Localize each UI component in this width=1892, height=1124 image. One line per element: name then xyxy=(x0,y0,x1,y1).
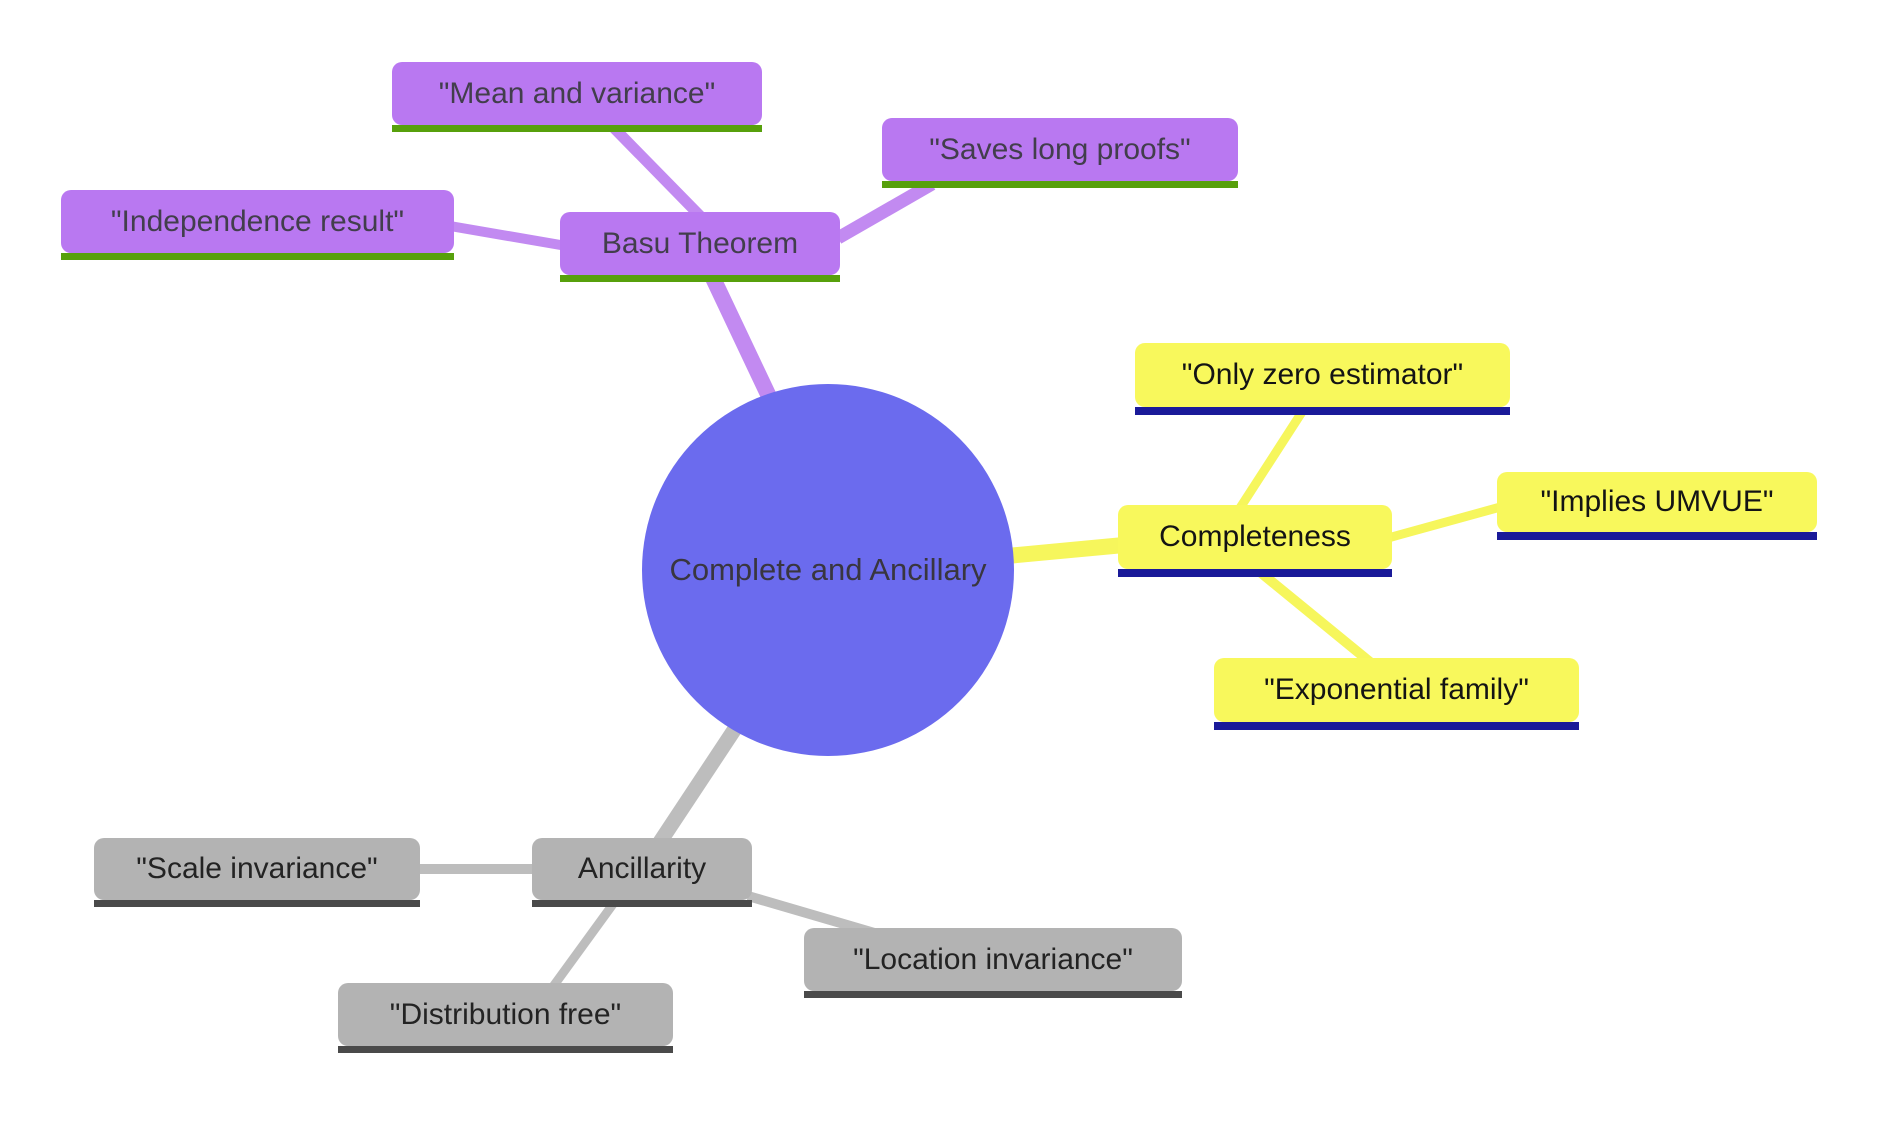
node-label: Ancillarity xyxy=(532,838,752,900)
node-label: "Only zero estimator" xyxy=(1135,343,1510,407)
node-label: "Mean and variance" xyxy=(392,62,762,125)
connector-completeness-only-zero xyxy=(1236,409,1306,511)
node-mean-variance[interactable]: "Mean and variance" xyxy=(392,62,762,132)
node-label: Basu Theorem xyxy=(560,212,840,275)
node-location-invariance[interactable]: "Location invariance" xyxy=(804,928,1182,998)
node-underline xyxy=(338,1046,673,1053)
node-underline xyxy=(61,253,454,260)
node-underline xyxy=(532,900,752,907)
root-topic-label: Complete and Ancillary xyxy=(669,552,987,587)
node-label: "Independence result" xyxy=(61,190,454,253)
connector-basu-saves-long-proofs xyxy=(834,178,936,244)
connector-completeness-exponential-family xyxy=(1256,568,1374,666)
connector-basu-independence-result xyxy=(449,221,579,253)
node-ancillarity[interactable]: Ancillarity xyxy=(532,838,752,907)
node-label: "Exponential family" xyxy=(1214,658,1579,722)
node-saves-long-proofs[interactable]: "Saves long proofs" xyxy=(882,118,1238,188)
connector-completeness-implies-umvue xyxy=(1386,501,1506,543)
node-underline xyxy=(1497,532,1817,540)
node-label: "Location invariance" xyxy=(804,928,1182,991)
node-root-topic[interactable]: Complete and Ancillary xyxy=(642,384,1014,756)
connector-ancillarity-distribution-free xyxy=(548,897,620,991)
node-underline xyxy=(804,991,1182,998)
node-only-zero-estimator[interactable]: "Only zero estimator" xyxy=(1135,343,1510,415)
node-underline xyxy=(392,125,762,132)
node-label: "Saves long proofs" xyxy=(882,118,1238,181)
node-basu-theorem[interactable]: Basu Theorem xyxy=(560,212,840,282)
node-underline xyxy=(1118,569,1392,577)
node-underline xyxy=(882,181,1238,188)
connector-ancillarity-location-invariance xyxy=(746,891,880,939)
node-label: Completeness xyxy=(1118,505,1392,569)
node-label: "Scale invariance" xyxy=(94,838,420,900)
node-independence-result[interactable]: "Independence result" xyxy=(61,190,454,260)
node-underline xyxy=(560,275,840,282)
connector-basu-mean-variance xyxy=(610,124,712,228)
node-distribution-free[interactable]: "Distribution free" xyxy=(338,983,673,1053)
node-underline xyxy=(1135,407,1510,415)
node-scale-invariance[interactable]: "Scale invariance" xyxy=(94,838,420,907)
node-label: "Implies UMVUE" xyxy=(1497,472,1817,532)
node-completeness[interactable]: Completeness xyxy=(1118,505,1392,577)
node-underline xyxy=(1214,722,1579,730)
connector-root-completeness xyxy=(995,537,1125,565)
node-implies-umvue[interactable]: "Implies UMVUE" xyxy=(1497,472,1817,540)
node-underline xyxy=(94,900,420,907)
node-label: "Distribution free" xyxy=(338,983,673,1046)
node-exponential-family[interactable]: "Exponential family" xyxy=(1214,658,1579,730)
